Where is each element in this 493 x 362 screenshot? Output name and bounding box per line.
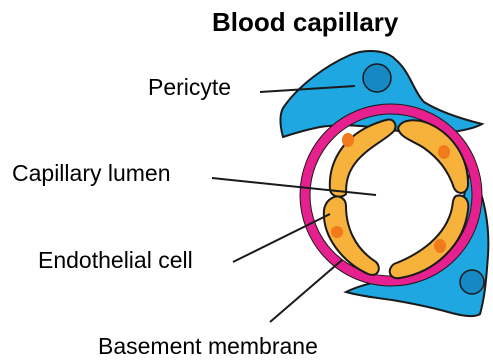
endothelial-nucleus xyxy=(342,133,354,147)
label-pericyte: Pericyte xyxy=(148,76,231,99)
label-endothelial-cell: Endothelial cell xyxy=(38,249,193,272)
endothelial-nucleus xyxy=(434,239,446,253)
diagram-title: Blood capillary xyxy=(212,9,398,35)
pericyte-bottom-nucleus xyxy=(460,270,484,294)
pericyte-top-nucleus xyxy=(363,64,391,92)
basement-leader-line xyxy=(270,260,342,322)
endothelial-ring xyxy=(324,120,468,279)
label-basement-membrane: Basement membrane xyxy=(98,335,318,358)
label-capillary-lumen: Capillary lumen xyxy=(12,162,171,185)
lumen-leader-line xyxy=(212,178,376,195)
endothelial-nucleus xyxy=(438,145,450,159)
endothelial-nucleus xyxy=(331,226,343,238)
